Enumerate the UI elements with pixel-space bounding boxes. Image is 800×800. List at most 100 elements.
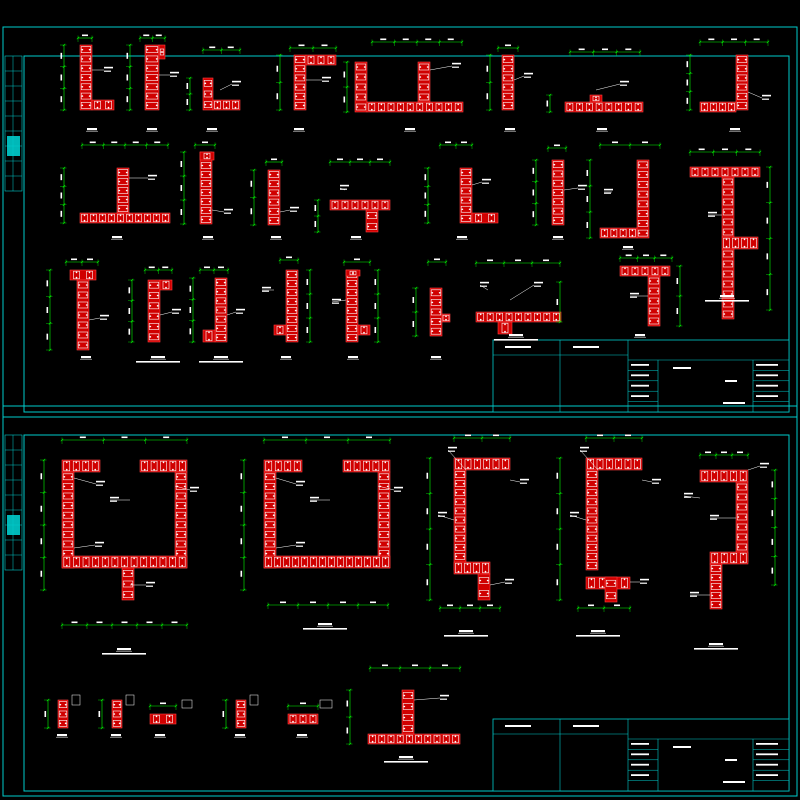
stirrup (624, 458, 632, 470)
leader-line (509, 479, 521, 483)
stirrup (396, 734, 404, 744)
stirrup (736, 543, 748, 551)
rebar-dot (613, 234, 615, 237)
sheet-outer-border (2, 26, 798, 418)
wall-segment (417, 61, 431, 103)
dimension-text-mark (314, 221, 317, 227)
rebar-dot (237, 713, 240, 715)
rebar-dot (608, 459, 611, 462)
stirrup (159, 556, 167, 568)
wall-segment (735, 54, 749, 111)
rebar-dot (295, 58, 298, 61)
stirrup (430, 299, 442, 306)
rebar-dot (181, 461, 184, 464)
detail-row2-4 (314, 158, 392, 240)
stirrup (293, 460, 301, 472)
note-text-mark (520, 482, 527, 484)
rebar-dot (223, 281, 226, 284)
rebar-dot (555, 313, 558, 316)
rebar-dot (742, 560, 745, 563)
rebar-dot (83, 219, 86, 222)
wall-segment (619, 265, 671, 277)
rebar-dot (365, 468, 368, 471)
rebar-dot (503, 86, 506, 88)
stirrup (274, 556, 281, 568)
stirrup (502, 74, 514, 82)
rebar-dot (176, 533, 179, 536)
detail-frame-1 (40, 436, 199, 655)
leader-line (279, 209, 291, 213)
stirrup (58, 701, 68, 708)
stirrup (105, 100, 112, 110)
rebar-dot (723, 211, 726, 213)
rebar-dot (265, 533, 268, 536)
rebar-dot (294, 291, 297, 294)
stirrup (430, 289, 442, 297)
rebar-dot (479, 318, 482, 321)
rebar-dot (164, 219, 167, 222)
note-text-mark (604, 192, 611, 194)
detail-small-5 (286, 699, 333, 738)
detail-row1-2 (126, 34, 179, 132)
rebar-dot (410, 694, 413, 697)
rebar-dot (130, 593, 133, 596)
rebar-dot (272, 514, 275, 516)
rebar-dot (225, 101, 228, 104)
rebar-dot (560, 200, 563, 203)
stirrup (62, 492, 74, 500)
rebar-dot (302, 77, 305, 79)
stirrup (634, 458, 641, 470)
stirrup (418, 93, 430, 101)
rebar-dot (128, 214, 131, 217)
stirrup (144, 213, 151, 223)
rebar-dot (419, 76, 422, 78)
wall-segment (366, 101, 464, 113)
dimension-text-mark (189, 285, 192, 292)
leader-line (747, 465, 761, 471)
rebar-dot (114, 557, 116, 560)
stirrup (586, 516, 598, 524)
wall-segment (144, 44, 160, 111)
stirrup (460, 187, 472, 195)
rebar-dot (409, 108, 412, 111)
rebar-dot (286, 461, 289, 464)
stirrup (145, 55, 159, 63)
rebar-dot (638, 164, 641, 166)
note-text-mark (322, 76, 331, 79)
rebar-dot (223, 300, 226, 302)
note-text-mark (170, 75, 177, 77)
stirrup (215, 279, 227, 286)
rebar-dot (267, 468, 270, 471)
stirrup (711, 470, 718, 482)
stirrup (378, 102, 385, 112)
stirrup (126, 213, 133, 223)
wall-segment (429, 287, 443, 337)
note-text-mark (262, 290, 269, 292)
dimension-text-mark (625, 434, 631, 437)
dimension-text-mark (660, 254, 667, 257)
rebar-dot (208, 209, 211, 212)
stirrup (62, 502, 74, 509)
stirrup (473, 562, 480, 574)
rebar-dot (276, 192, 279, 194)
rebar-dot (63, 533, 66, 536)
stirrup (637, 229, 649, 237)
section-symbol (319, 699, 333, 709)
rebar-dot (704, 173, 706, 176)
rebar-dot (379, 495, 382, 497)
rebar-dot (476, 466, 479, 469)
dimension-text-mark (180, 185, 183, 191)
rebar-dot (510, 77, 513, 79)
rebar-dot (462, 555, 465, 558)
note-text-mark (505, 578, 514, 581)
rebar-dot (276, 564, 279, 567)
stirrup (430, 318, 442, 325)
stirrup (294, 102, 306, 109)
stirrup (369, 734, 376, 744)
rebar-dot (216, 106, 219, 109)
detail-caption-mark (623, 246, 633, 249)
rebar-dot (754, 173, 756, 176)
note-text-mark (310, 500, 317, 502)
rebar-dot (409, 103, 412, 106)
stirrup (368, 102, 376, 112)
